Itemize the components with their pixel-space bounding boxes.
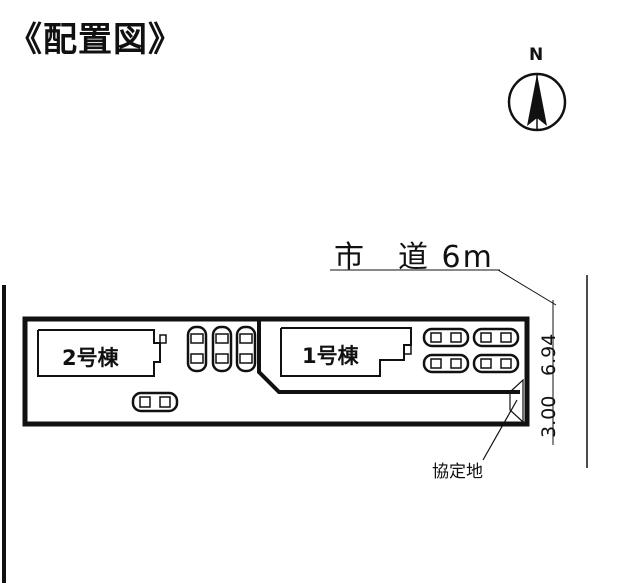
- parking-car-icon: [235, 325, 257, 373]
- parking-car-icon: [472, 327, 520, 348]
- compass-icon: [507, 72, 567, 132]
- parking-car-icon: [422, 327, 470, 348]
- building-2-outline: [37, 329, 167, 377]
- note-leader-line: [482, 399, 518, 461]
- building-2-label: 2号棟: [62, 346, 119, 370]
- parking-car-icon: [422, 353, 470, 374]
- page-title: 《配置図》: [8, 20, 183, 60]
- agreement-land-note: 協定地: [432, 462, 483, 482]
- agreement-land-area: [509, 378, 524, 424]
- dimension-upper: 6.94: [538, 333, 560, 376]
- compass-north-label: N: [529, 45, 544, 65]
- building-1-outline: [280, 327, 412, 377]
- lot-divider: [257, 319, 520, 394]
- site-boundary: [22, 316, 530, 427]
- parking-car-icon: [131, 391, 179, 413]
- dimension-lower: 3.00: [538, 395, 560, 438]
- parking-car-icon: [472, 353, 520, 374]
- parking-car-icon: [211, 325, 233, 373]
- parking-car-icon: [186, 325, 208, 373]
- road-leader-line: [497, 269, 557, 306]
- road-label: 市 道 6m: [334, 240, 494, 275]
- building-1-label: 1号棟: [302, 344, 359, 368]
